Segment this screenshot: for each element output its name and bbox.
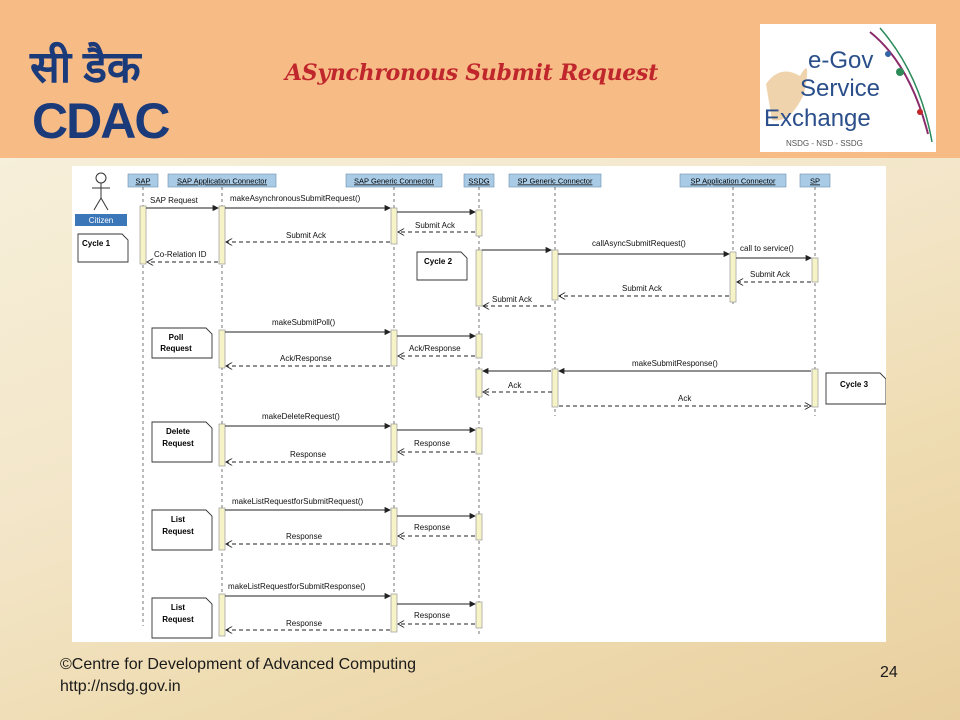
msg-make-list-submit-request: makeListRequestforSubmitRequest() [232, 497, 364, 506]
note-cycle-1: Cycle 1 [82, 239, 111, 248]
participant-sap-generic-connector: SAP Generic Connector [354, 177, 434, 186]
note-poll-line2: Request [160, 344, 192, 353]
note-list1-line2: Request [162, 527, 194, 536]
msg-make-submit-poll: makeSubmitPoll() [272, 318, 335, 327]
egov-logo-line1: e-Gov [808, 47, 873, 74]
participant-sp: SP [810, 177, 820, 186]
note-list2-line2: Request [162, 615, 194, 624]
msg-response-2: Response [290, 450, 327, 459]
footer-url[interactable]: http://nsdg.gov.in [60, 678, 181, 695]
msg-response-5: Response [414, 611, 451, 620]
participant-sp-generic-connector: SP Generic Connector [518, 177, 593, 186]
page-number: 24 [880, 664, 898, 681]
msg-response-3: Response [414, 523, 451, 532]
msg-response-4: Response [286, 532, 323, 541]
msg-submit-ack-1: Submit Ack [415, 221, 456, 230]
message-arrows [146, 204, 811, 630]
participant-sp-app-connector: SP Application Connector [691, 177, 776, 186]
msg-make-async-submit: makeAsynchronousSubmitRequest() [230, 194, 361, 203]
msg-make-submit-response: makeSubmitResponse() [632, 359, 718, 368]
participant-ssdg: SSDG [468, 177, 489, 186]
citizen-actor: Citizen [75, 172, 127, 226]
footer-copyright: ©Centre for Development of Advanced Comp… [60, 656, 416, 673]
notes [77, 233, 887, 639]
cdac-logo-hindi: सी डैक [29, 41, 143, 92]
msg-sap-request: SAP Request [150, 196, 199, 205]
msg-call-async-submit: callAsyncSubmitRequest() [592, 239, 686, 248]
egov-logo: e-Gov Service Exchange NSDG - NSD - SSDG [760, 24, 936, 152]
note-poll-line1: Poll [169, 333, 184, 342]
msg-ack-1: Ack [508, 381, 522, 390]
citizen-label: Citizen [89, 216, 113, 225]
participant-headers: SAP SAP Application Connector SAP Generi… [127, 173, 831, 188]
egov-logo-line2: Service [800, 75, 880, 102]
cdac-logo-latin: CDAC [32, 93, 169, 146]
msg-submit-ack-4: Submit Ack [622, 284, 663, 293]
msg-ack-response-1: Ack/Response [409, 344, 461, 353]
note-delete-line2: Request [162, 439, 194, 448]
sequence-diagram: Citizen SAP SAP Application Connector SA… [72, 166, 887, 642]
note-list1-line1: List [171, 515, 186, 524]
msg-submit-ack-2: Submit Ack [286, 231, 327, 240]
slide-title: ASynchronous Submit Request [285, 60, 658, 86]
msg-ack-response-2: Ack/Response [280, 354, 332, 363]
egov-logo-line3: Exchange [764, 105, 871, 132]
egov-logo-sub: NSDG - NSD - SSDG [786, 139, 863, 148]
msg-response-1: Response [414, 439, 451, 448]
note-list2-line1: List [171, 603, 186, 612]
note-cycle-2: Cycle 2 [424, 257, 453, 266]
msg-make-list-submit-response: makeListRequestforSubmitResponse() [228, 582, 366, 591]
msg-submit-ack-3: Submit Ack [750, 270, 791, 279]
msg-call-to-service: call to service() [740, 244, 794, 253]
msg-ack-2: Ack [678, 394, 692, 403]
note-delete-line1: Delete [166, 427, 191, 436]
participant-sap: SAP [135, 177, 150, 186]
msg-corelation-id: Co-Relation ID [154, 250, 207, 259]
cdac-logo: सी डैक CDAC [29, 41, 171, 146]
msg-response-6: Response [286, 619, 323, 628]
msg-make-delete-request: makeDeleteRequest() [262, 412, 340, 421]
activation-bars [139, 205, 819, 637]
note-cycle-3: Cycle 3 [840, 380, 869, 389]
participant-sap-app-connector: SAP Application Connector [177, 177, 267, 186]
msg-submit-ack-5: Submit Ack [492, 295, 533, 304]
